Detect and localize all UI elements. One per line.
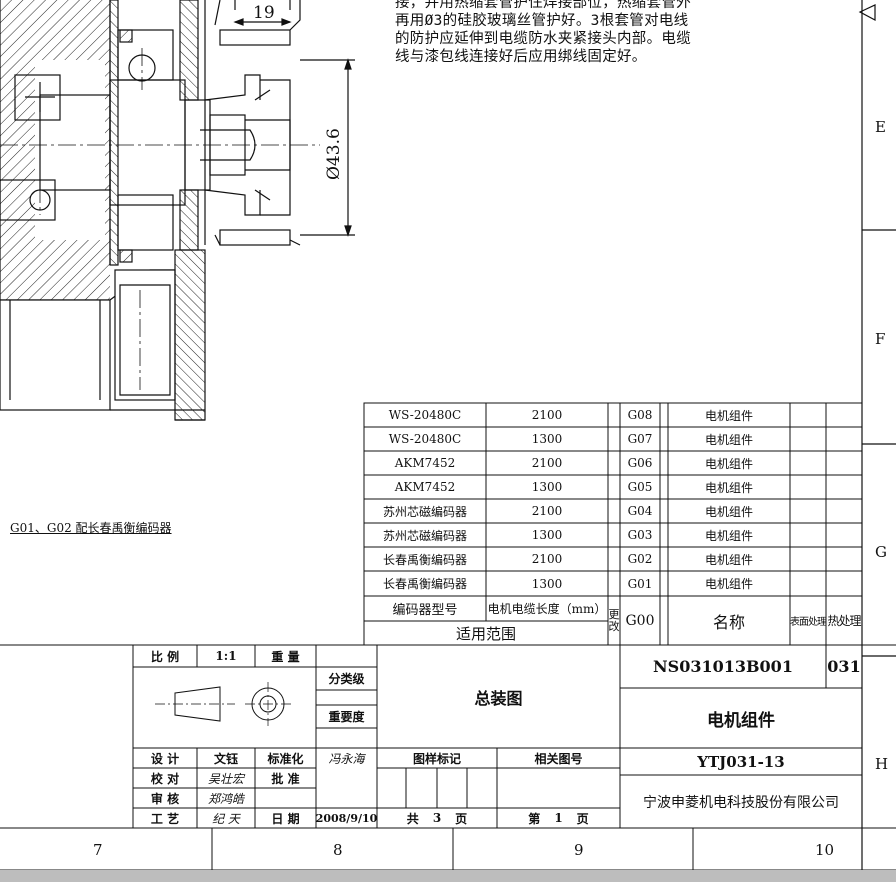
cable-length-cell: 2100	[531, 456, 563, 470]
header-code: G00	[625, 612, 655, 629]
zone-label-10: 10	[815, 841, 835, 859]
part-name-cell: 电机组件	[704, 408, 753, 423]
header-surface-treatment: 表面处理	[790, 617, 826, 628]
weight-label: 重 量	[271, 649, 300, 664]
process-signature: 纪 天	[212, 811, 240, 826]
encoder-model-cell: 长春禹衡编码器	[382, 552, 467, 567]
date-value: 2008/9/10	[316, 811, 377, 825]
encoder-model-cell: AKM7452	[394, 456, 456, 470]
page-label: 第	[528, 811, 541, 826]
scale-label: 比 例	[150, 649, 180, 664]
cable-length-cell: 1300	[531, 432, 563, 446]
zone-label-8: 8	[333, 841, 343, 859]
dimension-width: 19	[253, 3, 275, 23]
check-label: 校 对	[150, 771, 180, 786]
checker-signature: 吴壮宏	[207, 771, 244, 786]
date-label: 日 期	[271, 811, 300, 826]
design-label: 设 计	[150, 751, 180, 766]
cable-length-cell: 2100	[531, 552, 563, 566]
part-code-cell: G01	[627, 576, 653, 591]
bottom-scrollbar[interactable]	[0, 870, 896, 882]
part-code-cell: G02	[627, 552, 653, 566]
header-cable-length: 电机电缆长度（mm）	[487, 602, 607, 616]
encoder-model-cell: WS-20480C	[388, 408, 462, 422]
approve-label: 批 准	[271, 771, 300, 786]
dimension-diameter: Ø43.6	[324, 128, 344, 180]
zone-label-h: H	[875, 755, 889, 773]
part-name: 电机组件	[707, 710, 775, 731]
cable-length-cell: 1300	[531, 528, 563, 542]
class-label: 分类级	[328, 672, 365, 686]
part-name-cell: 电机组件	[704, 432, 753, 447]
cable-length-cell: 1300	[531, 576, 563, 591]
part-code-cell: G03	[627, 528, 653, 542]
standard-signature: 冯永海	[328, 751, 365, 766]
encoder-model-cell: AKM7452	[394, 480, 456, 494]
company-name: 宁波申菱机电科技股份有限公司	[643, 794, 839, 811]
cable-length-cell: 2100	[531, 408, 563, 422]
encoder-side-note: G01、G02 配长春禹衡编码器	[10, 521, 172, 535]
reviewer-signature: 郑鸿皓	[207, 791, 244, 806]
drawing-title: 总装图	[474, 688, 523, 708]
part-code: YTJ031-13	[697, 752, 785, 771]
zone-label-f: F	[875, 330, 886, 348]
part-name-cell: 电机组件	[704, 504, 753, 519]
total-unit: 页	[455, 811, 468, 826]
zone-label-7: 7	[93, 841, 103, 859]
total-pages: 共 3 页	[377, 808, 497, 828]
header-heat-treatment: 热处理	[827, 614, 861, 628]
header-encoder-model: 编码器型号	[392, 603, 458, 618]
standard-label: 标准化	[267, 751, 304, 766]
part-code-cell: G07	[627, 432, 653, 446]
encoder-model-cell: 苏州芯磁编码器	[382, 528, 467, 543]
related-drawing-label: 相关图号	[534, 751, 583, 766]
note-line: 再用Ø3的硅胶玻璃丝管护好。3根套管对电线	[395, 13, 689, 29]
header-change: 更改	[608, 607, 620, 633]
sample-mark-label: 图样标记	[412, 751, 461, 766]
note-line: 接，并用热缩套管护住焊接部位，热缩套管外	[395, 0, 691, 11]
cable-length-cell: 1300	[531, 480, 563, 494]
encoder-model-cell: WS-20480C	[388, 432, 462, 446]
part-name-cell: 电机组件	[704, 552, 753, 567]
zone-label-e: E	[875, 118, 886, 136]
technical-note: 接，并用热缩套管护住焊接部位，热缩套管外 再用Ø3的硅胶玻璃丝管护好。3根套管对…	[395, 0, 715, 66]
total-label: 共	[406, 811, 419, 826]
note-line: 的防护应延伸到电缆防水夹紧接头内部。电缆	[395, 31, 691, 47]
page-value: 1	[554, 811, 563, 825]
current-page: 第 1 页	[497, 808, 620, 828]
part-name-cell: 电机组件	[704, 528, 753, 543]
part-name-cell: 电机组件	[704, 456, 753, 471]
designer-name: 文钰	[213, 751, 238, 766]
header-scope: 适用范围	[455, 624, 516, 643]
encoder-model-cell: 长春禹衡编码器	[382, 577, 467, 591]
part-code-cell: G05	[627, 480, 653, 494]
importance-label: 重要度	[328, 710, 365, 724]
part-code-cell: G06	[627, 456, 653, 470]
cable-length-cell: 2100	[531, 504, 563, 518]
drawing-number: NS031013B001	[653, 657, 793, 676]
part-code-cell: G08	[627, 408, 653, 422]
note-line: 线与漆包线连接好后应用绑线固定好。	[395, 49, 647, 65]
part-code-cell: G04	[627, 504, 653, 518]
review-label: 审 核	[150, 791, 180, 806]
page-unit: 页	[576, 811, 589, 826]
scale-value: 1:1	[215, 649, 237, 663]
part-name-cell: 电机组件	[704, 480, 753, 495]
encoder-model-cell: 苏州芯磁编码器	[382, 504, 467, 519]
header-name: 名称	[712, 612, 745, 632]
process-label: 工 艺	[150, 811, 180, 826]
zone-label-9: 9	[574, 841, 584, 859]
part-name-cell: 电机组件	[704, 577, 753, 591]
sheet-code: 031	[827, 657, 861, 676]
total-value: 3	[432, 811, 442, 825]
zone-label-g: G	[875, 543, 887, 561]
